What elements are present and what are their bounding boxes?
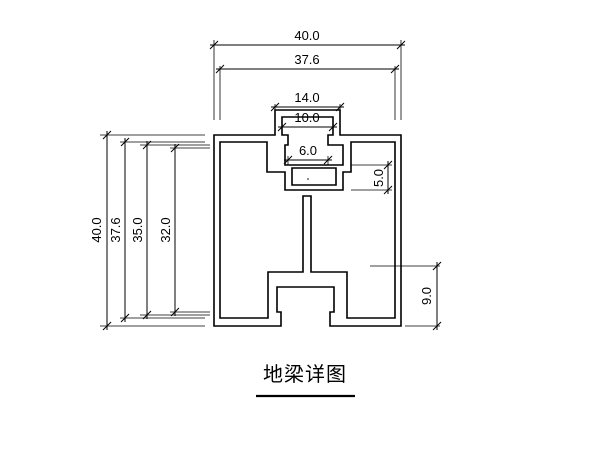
drawing-title-block: 地梁详图 <box>256 362 355 398</box>
label-slot-inner-width: 10.0 <box>294 110 319 125</box>
label-inner-width: 37.6 <box>294 52 319 67</box>
label-height-32-0: 32.0 <box>158 217 173 242</box>
center-point <box>307 178 309 180</box>
label-bottom-groove-height: 9.0 <box>419 287 434 305</box>
dimension-labels: 40.0 37.6 14.0 10.0 6.0 40.0 37.6 35.0 3… <box>89 28 434 305</box>
label-slot-depth: 5.0 <box>371 169 386 187</box>
beam-outer-contour <box>213 109 402 327</box>
dimension-lines <box>102 40 442 331</box>
top-slot-contour <box>281 116 344 166</box>
label-overall-width: 40.0 <box>294 28 319 43</box>
label-overall-height: 40.0 <box>89 217 104 242</box>
label-slot-bottom-width: 6.0 <box>299 143 317 158</box>
label-slot-outer-width: 14.0 <box>294 90 319 105</box>
beam-inner-contour <box>219 141 396 319</box>
slot-bottom-rect <box>291 167 337 186</box>
extension-lines <box>100 40 440 327</box>
label-height-35-0: 35.0 <box>130 217 145 242</box>
drawing-title: 地梁详图 <box>263 362 347 386</box>
label-height-37-6: 37.6 <box>108 217 123 242</box>
beam-profile <box>213 109 402 327</box>
